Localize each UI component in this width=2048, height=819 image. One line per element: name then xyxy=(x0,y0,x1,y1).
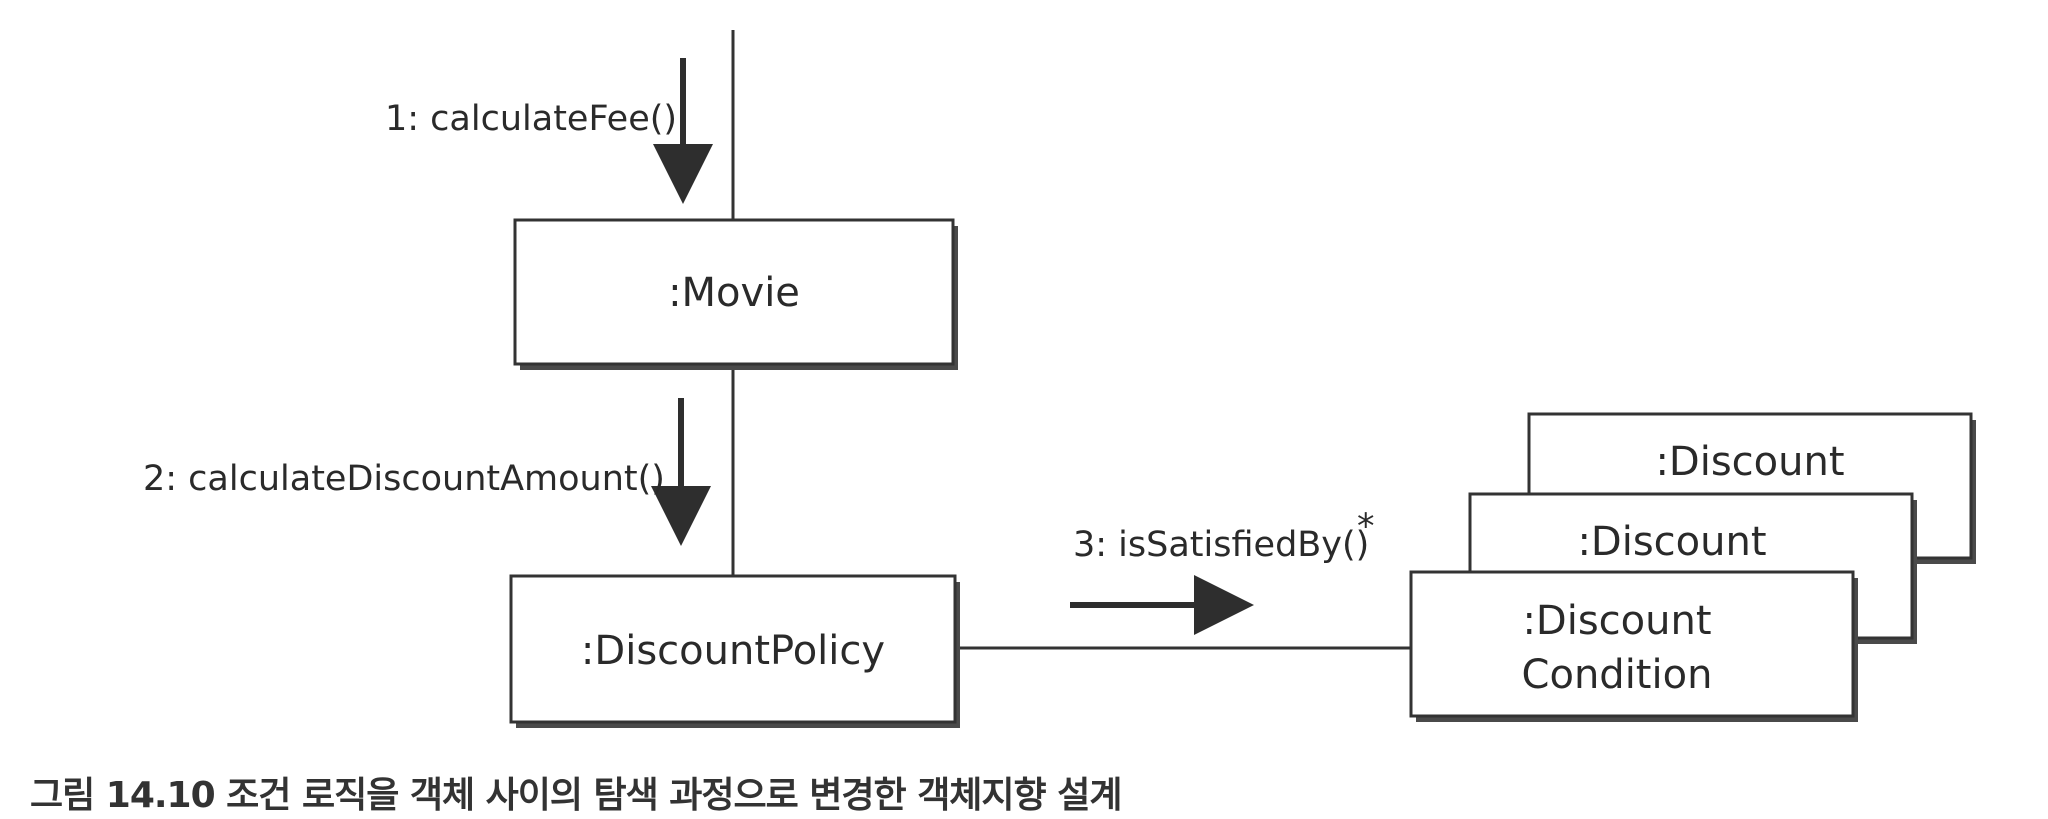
message-2-label: 2: calculateDiscountAmount() xyxy=(143,459,665,499)
movie-node-label: :Movie xyxy=(668,270,800,316)
discount-policy-node xyxy=(509,574,957,724)
message-3-label: 3: isSatisfiedBy() xyxy=(1073,525,1369,565)
figure-caption: 그림 14.10 조건 로직을 객체 사이의 탐색 과정으로 변경한 객체지향 … xyxy=(30,775,1122,816)
discount-condition-front-node-line2: Condition xyxy=(1522,652,1713,698)
discount-policy-node-label: :DiscountPolicy xyxy=(581,628,885,674)
message-3-multiplicity: * xyxy=(1357,507,1375,547)
movie-node xyxy=(513,218,955,366)
discount-condition-middle-node-label: :Discount xyxy=(1577,519,1766,565)
discount-condition-front-node xyxy=(1409,570,1855,718)
discount-condition-front-node-line1: :Discount xyxy=(1522,598,1711,644)
discount-condition-back-node-label: :Discount xyxy=(1655,439,1844,485)
message-1-label: 1: calculateFee() xyxy=(385,99,677,139)
